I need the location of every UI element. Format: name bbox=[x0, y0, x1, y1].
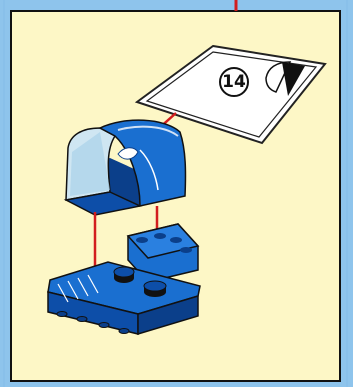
curved-slope-brick-icon bbox=[66, 120, 185, 215]
base-plate-brick-icon bbox=[48, 224, 200, 334]
sticker-number-label: 14 bbox=[218, 70, 250, 94]
